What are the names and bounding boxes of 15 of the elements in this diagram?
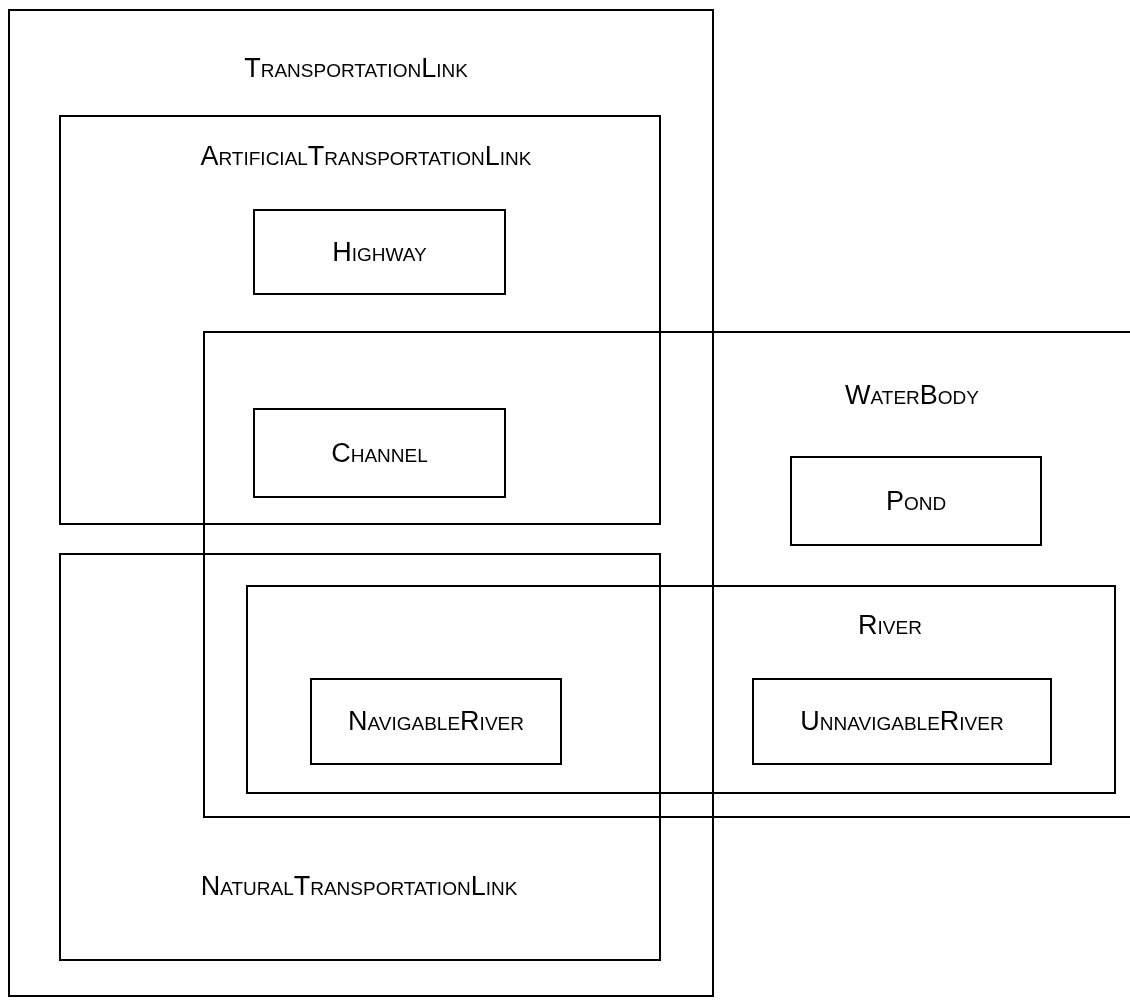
set-label: River xyxy=(858,610,922,641)
set-region xyxy=(246,585,1116,794)
class-box: UnnavigableRiver xyxy=(752,678,1052,765)
class-box: Highway xyxy=(253,209,506,295)
set-label: TransportationLink xyxy=(244,53,468,84)
class-box: Channel xyxy=(253,408,506,498)
set-label: ArtificialTransportationLink xyxy=(200,141,532,172)
set-region xyxy=(59,553,661,961)
set-label: NaturalTransportationLink xyxy=(200,871,518,902)
set-region xyxy=(8,9,714,997)
class-box: NavigableRiver xyxy=(310,678,562,765)
set-region xyxy=(59,115,661,525)
set-label: WaterBody xyxy=(845,380,979,411)
class-box: Pond xyxy=(790,456,1042,546)
set-region xyxy=(203,331,1130,818)
